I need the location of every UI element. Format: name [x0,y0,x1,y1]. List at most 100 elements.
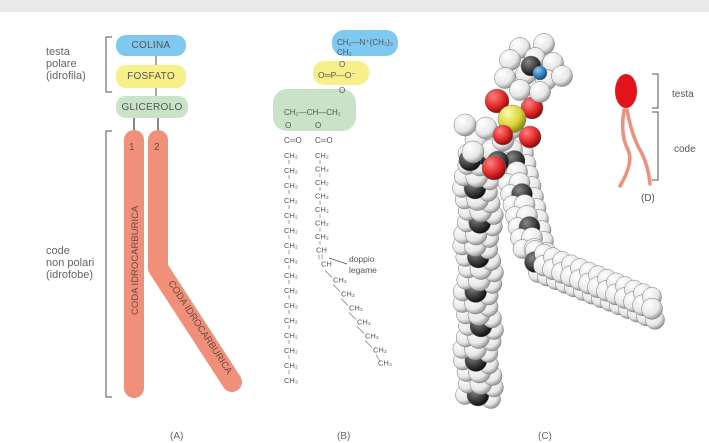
head-label-line: testa [46,46,70,58]
head-bracket [105,36,112,93]
chain-2-formula: CH₂CH₂CH₂CH₂CH₂CH₂CH₂CHCHCH₂CH₂CH₂CH₂CH₂… [315,151,392,368]
chain-2-ch2: CH₂ [315,178,329,187]
chain-1-ch2: CH₂ [284,181,298,190]
glycerol-o-1: O [285,121,291,130]
hydrocarbon-tail-2 [148,130,242,392]
schematic-tail-label: code [674,144,696,155]
hydrogen-atom [551,65,573,87]
panel-d-caption: (D) [641,193,655,204]
tail-label: code non polari (idrofobe) [46,245,94,281]
hydrogen-atom [641,298,663,320]
head-label: testa polare (idrofila) [46,46,86,82]
glycerol-o-2: O [315,121,321,130]
oxygen-atom [518,125,542,149]
chain-1-ch3: CH₃ [284,376,298,385]
choline-o: O [339,60,345,69]
chain-2-ch2: CH₂ [315,219,329,228]
chain-bond [375,354,381,362]
panel-c-caption: (C) [538,431,552,442]
hydrogen-atom [529,81,551,103]
double-bond-label-2: legame [349,265,377,275]
chain-2-ch3: CH₃ [378,359,392,368]
chain-2-ch2: CH₂ [315,192,329,201]
chain-1-ch2: CH₂ [284,361,298,370]
ester-1: C═O [284,136,302,145]
phosphate-formula: O═P—O⁻ [318,70,356,80]
choline-formula: CH₂—N⁺(CH₃)₃ [337,38,393,47]
panel-a-caption: (A) [170,431,184,442]
choline-highlight [332,30,398,56]
panel-b-caption: (B) [337,431,351,442]
chain-2-ch2: CH₂ [315,165,329,174]
schematic-tail-bracket [652,111,659,181]
double-bond-pointer [328,257,348,265]
tail-bracket [105,130,112,398]
chain-1-ch2: CH₂ [284,226,298,235]
chain-2-ch2: CH₂ [333,276,347,285]
chain-bond [340,298,349,306]
tail-1-label: CODA IDROCARBURICA [130,205,141,315]
tail-label-line: (idrofobe) [46,269,94,281]
phosphate-highlight [313,61,369,85]
chain-1-ch2: CH₂ [284,301,298,310]
chain-2-ch2: CH₂ [349,304,363,313]
oxygen-atom [484,88,510,114]
nitrogen-atom [532,65,548,81]
chain-2-ch2: CH₂ [315,205,329,214]
hydrogen-atom [494,67,516,89]
chain-1-ch2: CH₂ [284,166,298,175]
chain-bond [332,284,341,292]
chain-1-ch2: CH₂ [284,331,298,340]
head-label-line: polare [46,58,77,70]
choline-ch2: CH₂ [337,48,352,57]
head-label-line: (idrofila) [46,70,86,82]
chain-1-formula: CH₂ CH₂ CH₂ CH₂ CH₂ CH₂ CH₂ CH₂ CH₂ CH₂ CH₂ CH₂ CH₂ C… [284,151,298,385]
chain-1-ch2: CH₂ [284,286,298,295]
chain-1-ch2: CH₂ [284,241,298,250]
oxygen-atom [481,155,507,181]
glycerol-highlight [273,89,356,131]
chain-1-ch2: CH₂ [284,346,298,355]
chain-1-ch2: CH₂ [284,256,298,265]
hydrogen-atom [461,140,485,164]
chain-2-ch: CH [316,246,327,255]
schematic-head-label: testa [672,89,694,100]
fosfato-box: FOSFATO [116,65,186,88]
chain-2-ch: CH [321,260,332,269]
chain-bond [356,326,365,334]
chain-bond [348,312,357,320]
tail-label-line: non polari [46,257,95,269]
colina-box: COLINA [116,35,186,56]
schematic-tail-1 [618,108,632,188]
chain-1-ch2: CH₂ [284,316,298,325]
hydrogen-atom [453,113,477,137]
chain-2-ch2: CH₂ [315,232,329,241]
glicerolo-box: GLICEROLO [116,96,188,118]
chain-1-ch2: CH₂ [284,211,298,220]
top-bar [0,0,709,12]
double-bond-label-1: doppio [349,254,375,264]
chain-1-number: 1 [129,142,135,153]
oxygen-atom [492,124,514,146]
chain-2-ch2: CH₂ [341,290,355,299]
chain-1-ch2: CH₂ [284,151,298,160]
chain-2-number: 2 [154,142,160,153]
schematic-tail-2 [625,108,652,186]
glycerol-formula: CH₂—CH—CH₂ [284,108,341,117]
chain-bond [324,270,333,278]
chain-1-ch2: CH₂ [284,271,298,280]
schematic-head-bracket [652,73,659,109]
chain-bond [364,340,373,348]
chain-2-ch2: CH₂ [373,346,387,355]
tail-label-line: code [46,245,70,257]
ester-2: C═O [315,136,333,145]
schematic-head [615,74,637,108]
chain-2-ch2: CH₂ [315,151,329,160]
phosphate-o: O [339,86,345,95]
chain-2-ch2: CH₂ [365,332,379,341]
